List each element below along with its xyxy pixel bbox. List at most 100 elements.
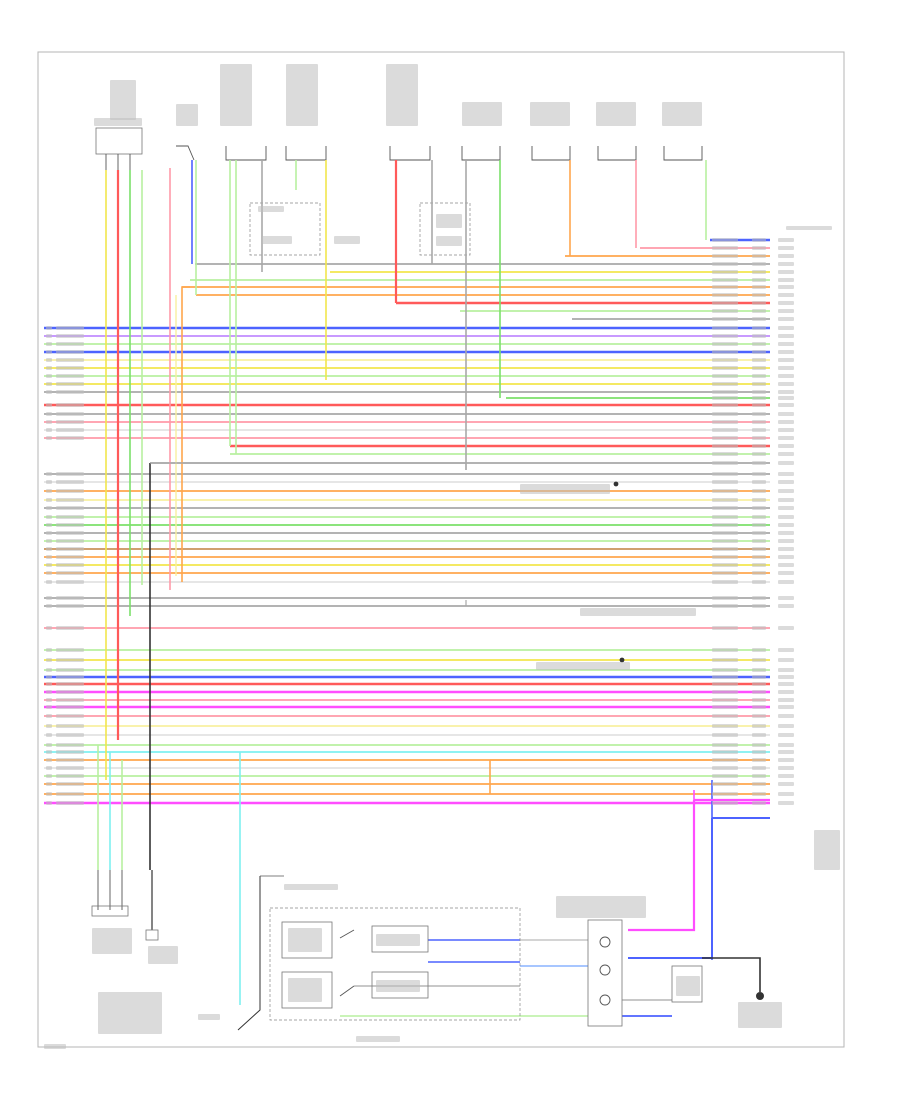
connector-label: [778, 412, 794, 416]
wire-color-code-label: [712, 498, 738, 502]
splice-point: [619, 657, 625, 663]
wire-color-code-label: [56, 555, 84, 559]
wire-pin-label: [752, 571, 766, 575]
wire-pin-label: [46, 705, 52, 709]
wire-pin-label: [752, 238, 766, 242]
connector-label: [778, 724, 794, 728]
wire-color-code-label: [56, 428, 84, 432]
wire-pin-label: [752, 461, 766, 465]
wire-color-code-label: [712, 461, 738, 465]
wire-pin-label: [46, 342, 52, 346]
shift-solenoid-4: [663, 146, 703, 161]
wire-color-code-label: [56, 571, 84, 575]
connector-label: [778, 571, 794, 575]
illegible-labels: [44, 64, 840, 1049]
illegible-label: [288, 928, 322, 952]
wire-color-code-label: [56, 648, 84, 652]
wire-color-code-label: [56, 801, 84, 805]
illegible-label: [462, 102, 502, 126]
connector-label: [778, 675, 794, 679]
wire-pin-label: [752, 452, 766, 456]
wire-pin-label: [46, 531, 52, 535]
wire-color-code-label: [56, 743, 84, 747]
relay-2: [281, 971, 355, 1009]
wire-color-code-label: [56, 403, 84, 407]
illegible-label: [220, 64, 252, 126]
wire-color-code-label: [712, 523, 738, 527]
connector-label: [778, 698, 794, 702]
connector-label: [778, 246, 794, 250]
wire-color-code-label: [712, 668, 738, 672]
connector-label: [778, 444, 794, 448]
wire-pin-label: [752, 705, 766, 709]
wire-color-code-label: [712, 382, 738, 386]
wire-pin-label: [46, 472, 52, 476]
wire-pin-label: [46, 604, 52, 608]
connector-label: [778, 523, 794, 527]
illegible-label: [94, 118, 142, 126]
wire-color-code-label: [56, 480, 84, 484]
wire-pin-label: [752, 396, 766, 400]
wire-color-code-label: [56, 334, 84, 338]
magenta-wire-to-ecm: [628, 800, 696, 932]
wire-color-code-label: [56, 690, 84, 694]
wire-pin-label: [46, 326, 52, 330]
connector-label: [778, 403, 794, 407]
wire-color-code-label: [712, 766, 738, 770]
bottom-components: [91, 870, 764, 1031]
wire-pin-label: [46, 428, 52, 432]
wire-color-code-label: [56, 523, 84, 527]
wire-pin-label: [752, 334, 766, 338]
wire-color-code-label: [712, 412, 738, 416]
wire-color-code-label: [56, 668, 84, 672]
wire-color-code-label: [712, 238, 738, 242]
wire-pin-label: [752, 358, 766, 362]
connector-label: [778, 668, 794, 672]
wire-color-code-label: [56, 792, 84, 796]
connector-label: [778, 774, 794, 778]
wire-pin-label: [46, 766, 52, 770]
wire-pin-label: [752, 293, 766, 297]
solenoid-a: [225, 146, 267, 161]
ground-wire: [702, 957, 761, 960]
wire-color-code-label: [56, 390, 84, 394]
ground-point: [756, 960, 764, 1000]
wire-pin-label: [46, 523, 52, 527]
wire-color-code-label: [56, 782, 84, 786]
illegible-label: [176, 104, 198, 126]
illegible-label: [814, 830, 840, 870]
wire-pin-label: [752, 350, 766, 354]
wire-color-code-label: [712, 326, 738, 330]
wire-pin-label: [752, 342, 766, 346]
illegible-label: [376, 934, 420, 946]
connector-label: [778, 436, 794, 440]
wire-color-code-label: [712, 436, 738, 440]
wire-pin-label: [752, 539, 766, 543]
pcm-harness: [671, 965, 703, 1003]
wire-pin-label: [46, 498, 52, 502]
connector-label: [778, 238, 794, 242]
wire-pin-label: [46, 782, 52, 786]
connector-label: [778, 382, 794, 386]
wire-color-code-label: [712, 705, 738, 709]
gray-wire-bend: [150, 462, 467, 470]
wire-pin-label: [46, 724, 52, 728]
wire-color-code-label: [712, 334, 738, 338]
wire-pin-label: [752, 743, 766, 747]
wire-pin-label: [752, 596, 766, 600]
wire-color-code-label: [712, 420, 738, 424]
wire-color-code-label: [712, 750, 738, 754]
connector-label: [778, 278, 794, 282]
connector-label: [778, 801, 794, 805]
illegible-label: [376, 980, 420, 992]
illegible-label: [436, 236, 462, 246]
illegible-label: [334, 236, 360, 244]
connector-label: [778, 428, 794, 432]
connector-label: [778, 515, 794, 519]
wire-color-code-label: [712, 444, 738, 448]
wire-color-code-label: [712, 489, 738, 493]
connector-label: [778, 334, 794, 338]
connector-label: [778, 750, 794, 754]
connector-label: [778, 743, 794, 747]
wire-pin-label: [752, 604, 766, 608]
